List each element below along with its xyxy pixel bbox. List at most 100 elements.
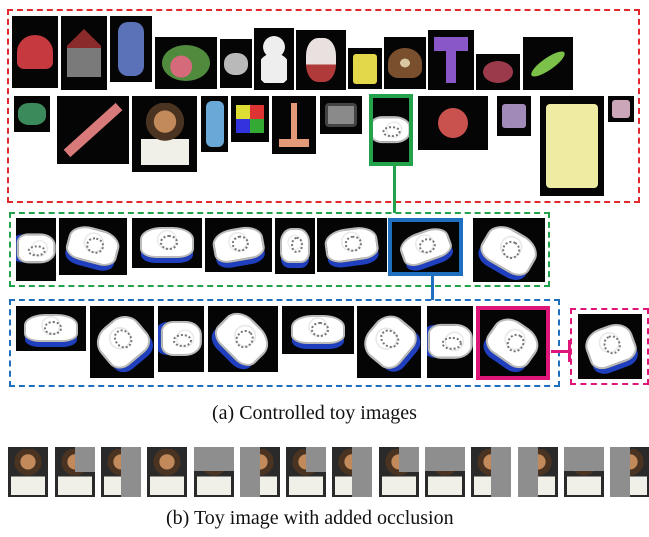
rotation-view-8 — [476, 306, 550, 380]
toy-thumb-rake — [272, 96, 316, 154]
grasshopper-icon — [528, 47, 568, 80]
azimuth-view-1 — [16, 218, 56, 281]
rake-icon — [279, 103, 309, 147]
azimuth-view-6 — [317, 218, 387, 272]
occluded-frame-14 — [610, 447, 649, 497]
occlusion-patch — [306, 447, 326, 472]
occlusion-patch — [121, 447, 141, 497]
azimuth-view-5 — [275, 218, 315, 274]
azimuth-view-4 — [205, 218, 272, 272]
occlusion-patch — [518, 447, 538, 497]
occluded-frame-10 — [425, 447, 465, 497]
caption-b: (b) Toy image with added occlusion — [166, 507, 454, 529]
occluded-frame-8 — [332, 447, 372, 497]
toy-thumb-bed — [540, 96, 604, 196]
truck-icon — [325, 103, 357, 127]
rotation-views-box — [9, 299, 560, 387]
car-view-icon — [279, 228, 311, 263]
caption-a: (a) Controlled toy images — [212, 402, 417, 424]
helmet-icon — [17, 35, 53, 69]
cube-icon — [236, 105, 264, 133]
toy-thumb-bug-toy — [418, 96, 488, 150]
rotation-view-6 — [357, 306, 421, 378]
toy-thumb-sponge — [348, 48, 382, 89]
snowman-icon — [261, 35, 287, 83]
car-view-icon — [160, 320, 202, 356]
occlusion-patch — [75, 447, 95, 472]
car-view-icon — [475, 218, 543, 281]
occluded-frame-11 — [471, 447, 511, 497]
house-icon — [67, 29, 101, 77]
occluded-frame-7 — [286, 447, 326, 497]
car-view-icon — [290, 314, 346, 345]
car-view-icon — [580, 318, 640, 374]
toy-thumb-snowman — [254, 28, 294, 90]
car-view-icon — [209, 306, 277, 372]
car-view-icon — [210, 223, 267, 266]
occluded-frame-1 — [8, 447, 48, 497]
toy-thumb-doll — [132, 96, 197, 172]
occlusion-patch — [194, 447, 234, 471]
occluded-frame-13 — [564, 447, 604, 497]
car-view-icon — [90, 308, 154, 374]
ladybug-icon — [483, 61, 513, 83]
occlusion-patch — [425, 447, 465, 471]
blue-connector — [431, 276, 434, 300]
leaves-icon — [162, 45, 210, 81]
car-icon — [118, 22, 144, 76]
car-view-icon — [16, 233, 56, 265]
car-view-icon — [480, 311, 546, 374]
occluded-frame-6 — [240, 447, 280, 497]
doll-icon — [140, 103, 189, 165]
occlusion-patch — [491, 447, 511, 497]
car-view-icon — [24, 314, 78, 342]
car-view-icon — [357, 308, 421, 375]
block-small-icon — [612, 100, 630, 118]
occlusion-patch — [240, 447, 260, 497]
rotation-view-4 — [208, 306, 278, 372]
rotation-view-2 — [90, 306, 154, 378]
toy-thumb-rabbit — [296, 30, 346, 90]
hammer-icon — [434, 37, 468, 83]
toy-thumb-helmet — [12, 16, 58, 88]
magenta-connector-bar — [568, 340, 571, 362]
saw-icon — [63, 102, 123, 158]
phone-icon — [205, 101, 224, 147]
occluded-frame-2 — [55, 447, 95, 497]
azimuth-view-7 — [388, 218, 463, 276]
azimuth-view-8 — [473, 218, 545, 282]
occlusion-patch — [399, 447, 419, 472]
toy-thumb-hammer — [428, 30, 474, 90]
toy-thumb-block-small — [608, 96, 634, 122]
azimuth-views-box — [9, 212, 550, 287]
police-car-icon — [373, 115, 409, 144]
toy-thumb-elephant — [220, 39, 252, 88]
car-view-icon — [140, 227, 194, 258]
small-car-icon — [18, 103, 46, 125]
occlusion-patch — [610, 447, 630, 497]
occlusion-patch — [564, 447, 604, 471]
toy-thumb-ladybug — [476, 54, 520, 90]
toy-thumb-car — [110, 16, 152, 82]
occluded-frame-9 — [379, 447, 419, 497]
occluded-frame-4 — [147, 447, 187, 497]
doll-icon — [150, 449, 184, 495]
green-connector — [393, 166, 396, 213]
occluded-frame-12 — [518, 447, 558, 497]
rotation-view-3 — [158, 306, 204, 372]
sponge-icon — [353, 53, 377, 84]
toy-thumb-small-car — [14, 96, 50, 132]
toy-thumb-truck — [320, 96, 362, 134]
toy-thumb-turtle — [384, 37, 426, 89]
toy-thumb-block — [497, 96, 531, 136]
azimuth-view-3 — [132, 218, 202, 268]
car-view-icon — [396, 223, 455, 270]
rotation-view-5 — [282, 306, 354, 354]
azimuth-view-2 — [59, 218, 127, 275]
bug-toy-icon — [438, 108, 468, 138]
toy-thumb-grasshopper — [523, 37, 573, 90]
toy-categories-box — [7, 9, 640, 203]
rotation-view-1 — [16, 306, 86, 351]
lighting-view-thumb — [578, 314, 642, 379]
turtle-icon — [388, 48, 422, 78]
